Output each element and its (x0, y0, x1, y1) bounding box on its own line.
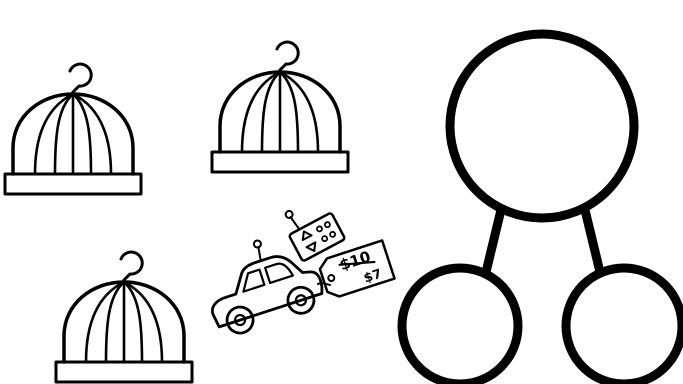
connector-right (585, 210, 600, 272)
price-tag: $10 $7 (317, 240, 394, 299)
connector-left (486, 210, 501, 272)
toy-car-icon (195, 226, 328, 340)
birdcage-top-left-icon (5, 64, 141, 194)
birdcage-bottom-left-icon (56, 252, 192, 382)
birdcage-top-middle-icon (212, 42, 348, 172)
toy-sale-illustration: $10 $7 (195, 194, 394, 340)
part-whole-model (402, 34, 682, 384)
whole-circle (450, 34, 634, 218)
part-circle-left (402, 268, 518, 384)
remote-control-icon (279, 194, 346, 262)
part-circle-right (566, 268, 682, 384)
